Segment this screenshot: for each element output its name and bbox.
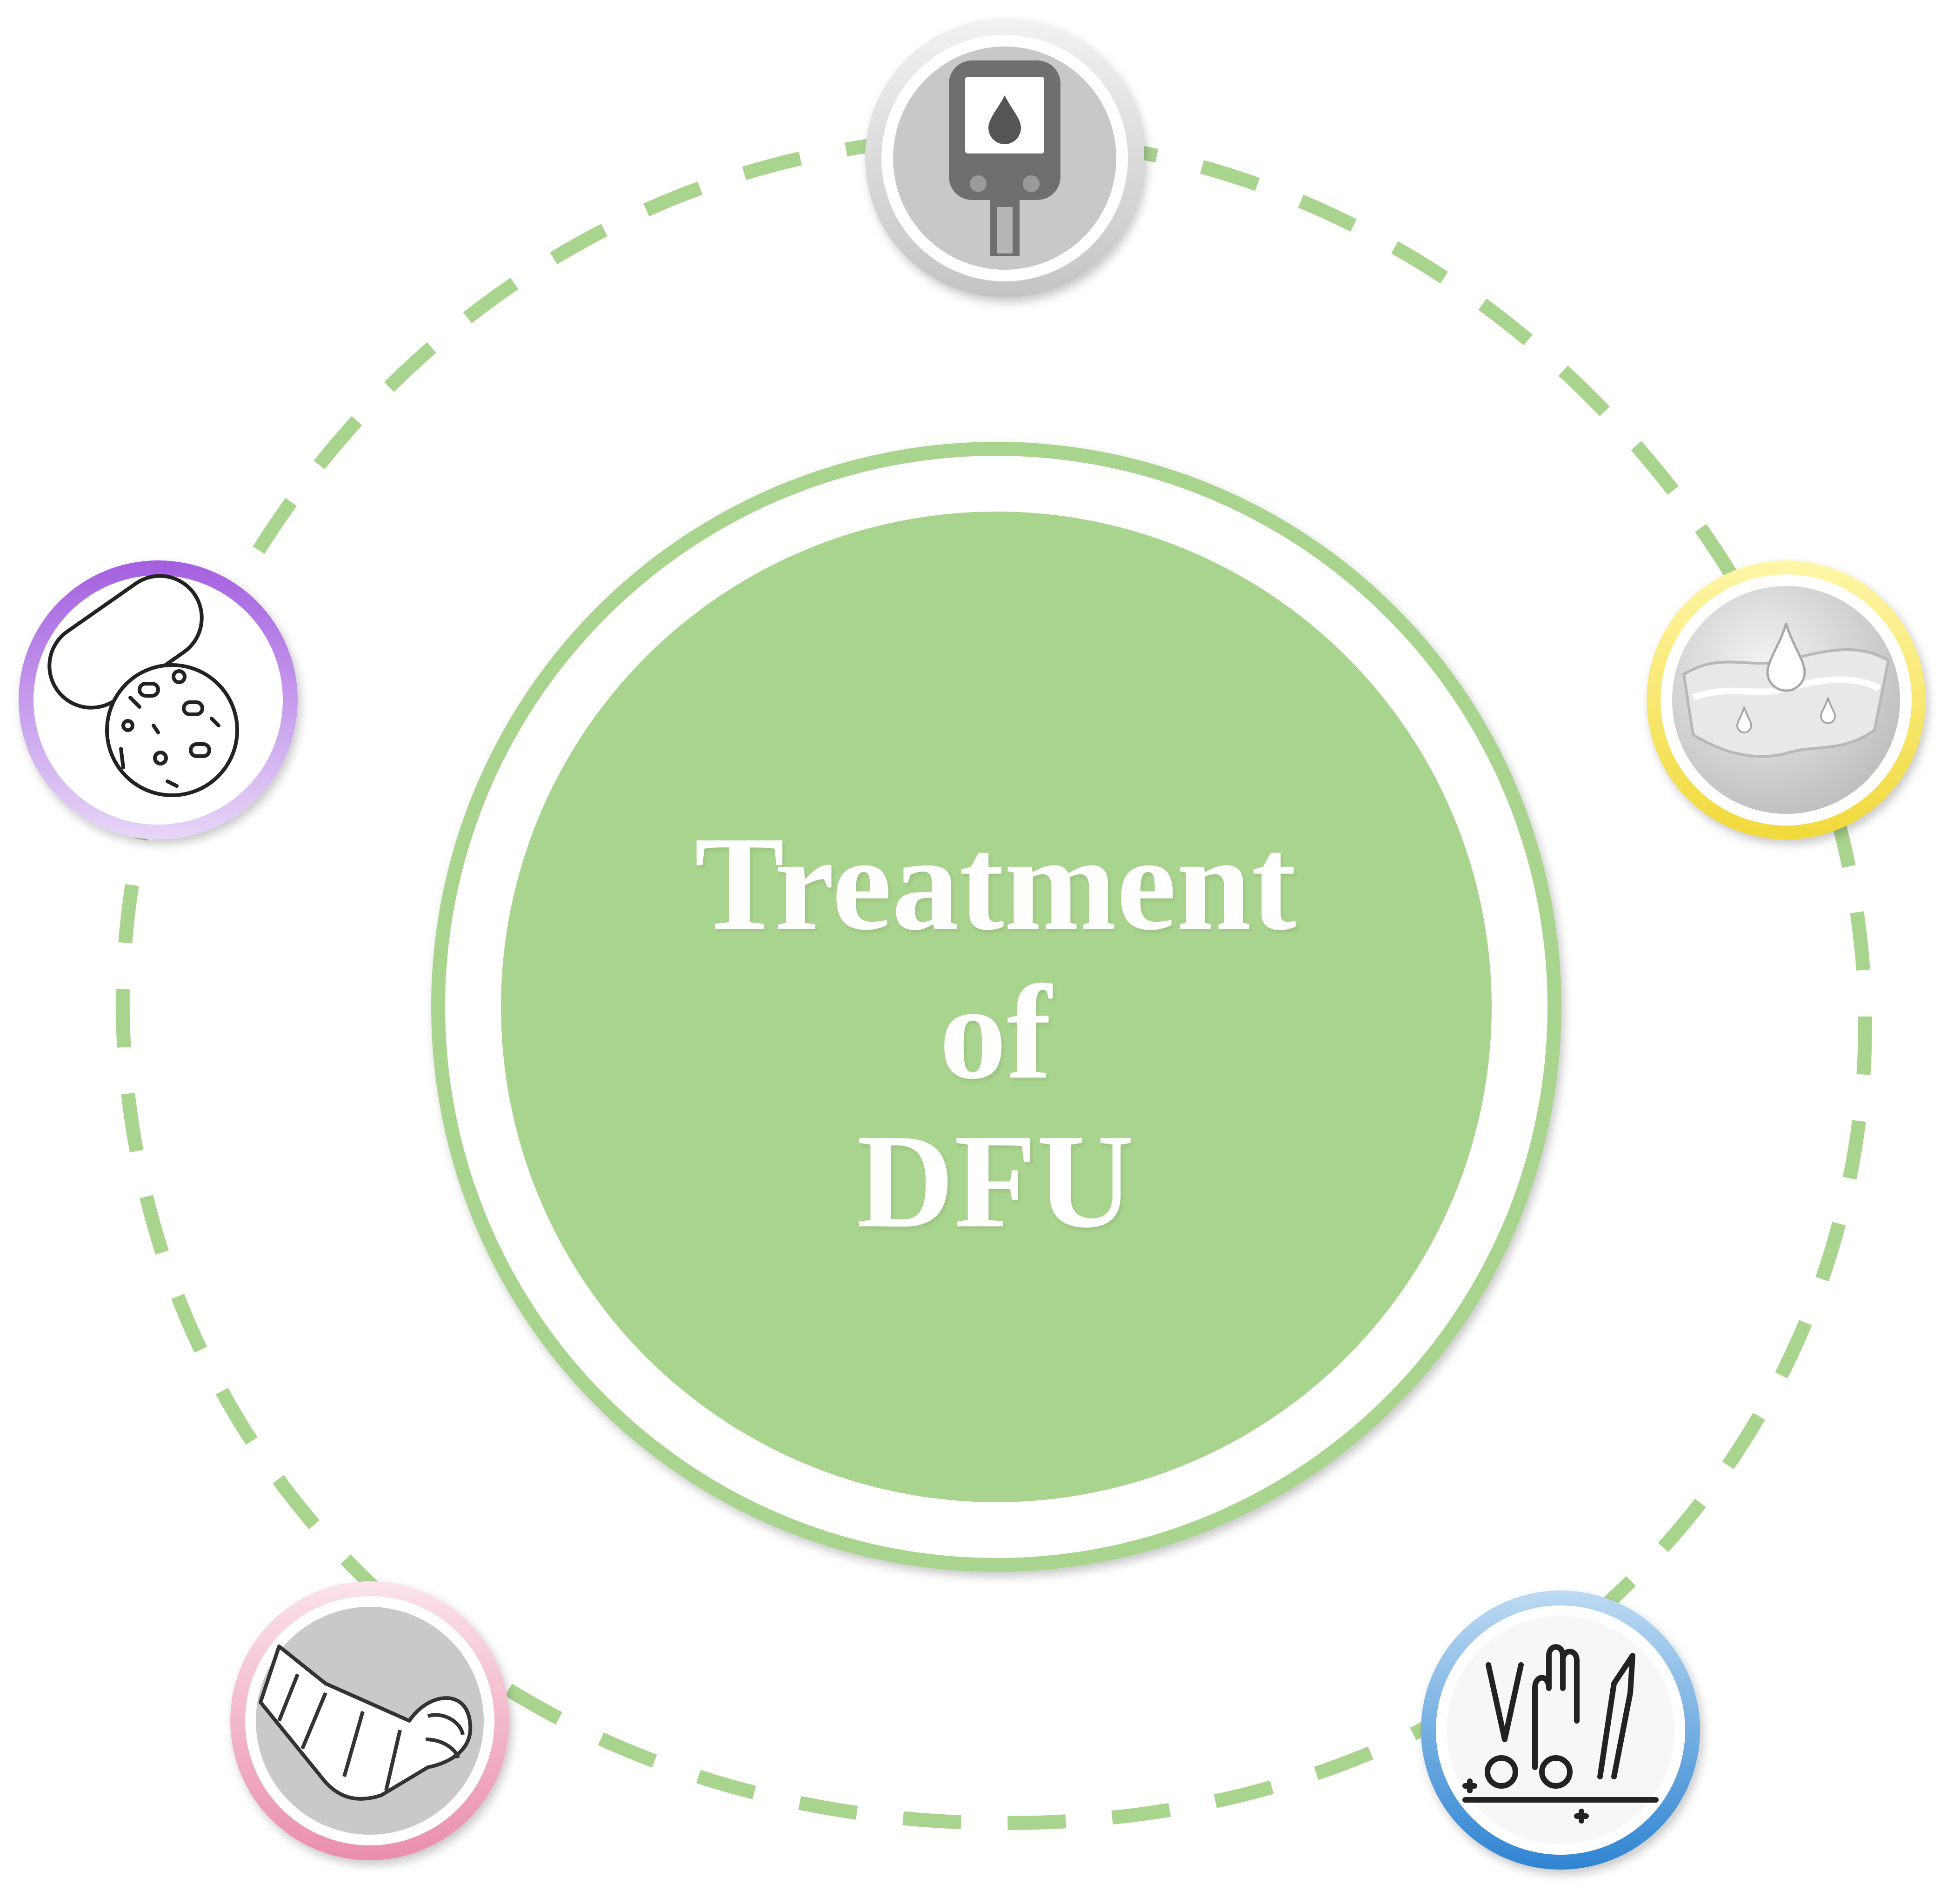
center-title-line3: DFU [856, 1106, 1134, 1256]
center-hub [431, 442, 1561, 1572]
center-title-line1: Treatment [694, 809, 1296, 958]
moisture-dressing-icon [1682, 623, 1890, 758]
center-title: Treatment of DFU [605, 809, 1386, 1274]
glucose-meter-icon [949, 60, 1060, 256]
foot-cast-icon [259, 1644, 473, 1801]
center-disc [501, 512, 1492, 1502]
surgical-tools-icon [1462, 1644, 1659, 1824]
center-title-line2: of [939, 958, 1052, 1107]
pill-bacteria-icon [47, 574, 239, 797]
debridement-node [1421, 1591, 1700, 1870]
